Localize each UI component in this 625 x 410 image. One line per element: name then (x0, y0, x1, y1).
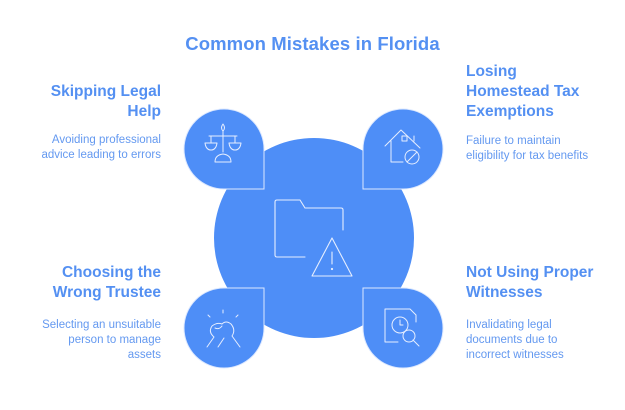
item-choosing-the-wrong-trustee: Choosing the Wrong Trustee Selecting an … (20, 263, 161, 363)
item-title-line: Witnesses (466, 284, 543, 301)
item-description: Failure to maintain eligibility for tax … (466, 134, 621, 164)
item-not-using-proper-witnesses: Not Using Proper Witnesses Invalidating … (466, 263, 621, 363)
item-title-line: Wrong Trustee (52, 284, 161, 301)
folder-warning-icon (274, 199, 353, 277)
item-description: Invalidating legal documents due to inco… (466, 318, 621, 363)
petal-bottom-right (362, 287, 444, 369)
petal-bottom-left (183, 287, 265, 369)
handshake-icon (206, 309, 241, 348)
item-description: Selecting an unsuitable person to manage… (20, 318, 161, 363)
page-title: Common Mistakes in Florida (185, 33, 440, 54)
item-title-line: Not Using Proper (466, 264, 594, 281)
item-title: Not Using Proper Witnesses (466, 263, 621, 303)
item-title: Losing Homestead Tax Exemptions (466, 62, 621, 122)
item-desc-line: person to manage (68, 334, 161, 346)
item-desc-line: documents due to (466, 334, 558, 346)
document-clock-search-icon (384, 308, 420, 347)
item-desc-line: assets (127, 349, 161, 361)
petal-top-left (183, 108, 265, 190)
item-desc-line: Selecting an unsuitable (42, 319, 161, 331)
item-title-line: Homestead Tax (466, 83, 580, 100)
item-title-line: Choosing the (61, 264, 161, 281)
item-title-line: Skipping Legal (50, 83, 161, 100)
scales-of-justice-icon (204, 123, 242, 163)
item-title: Choosing the Wrong Trustee (20, 263, 161, 303)
item-desc-line: Invalidating legal (466, 319, 552, 331)
item-title: Skipping Legal Help (20, 82, 161, 122)
item-losing-homestead-tax-exemptions: Losing Homestead Tax Exemptions Failure … (466, 62, 621, 164)
item-title-line: Exemptions (466, 103, 554, 120)
petal-top-right (362, 108, 444, 190)
item-title-line: Losing (466, 63, 517, 80)
item-desc-line: Avoiding professional (51, 134, 161, 146)
item-desc-line: advice leading to errors (41, 149, 161, 161)
house-prohibited-icon (384, 129, 421, 165)
item-desc-line: incorrect witnesses (466, 349, 564, 361)
item-desc-line: eligibility for tax benefits (466, 150, 589, 162)
item-desc-line: Failure to maintain (466, 135, 561, 147)
item-description: Avoiding professional advice leading to … (20, 133, 161, 163)
item-skipping-legal-help: Skipping Legal Help Avoiding professiona… (20, 82, 161, 163)
item-title-line: Help (127, 103, 161, 120)
